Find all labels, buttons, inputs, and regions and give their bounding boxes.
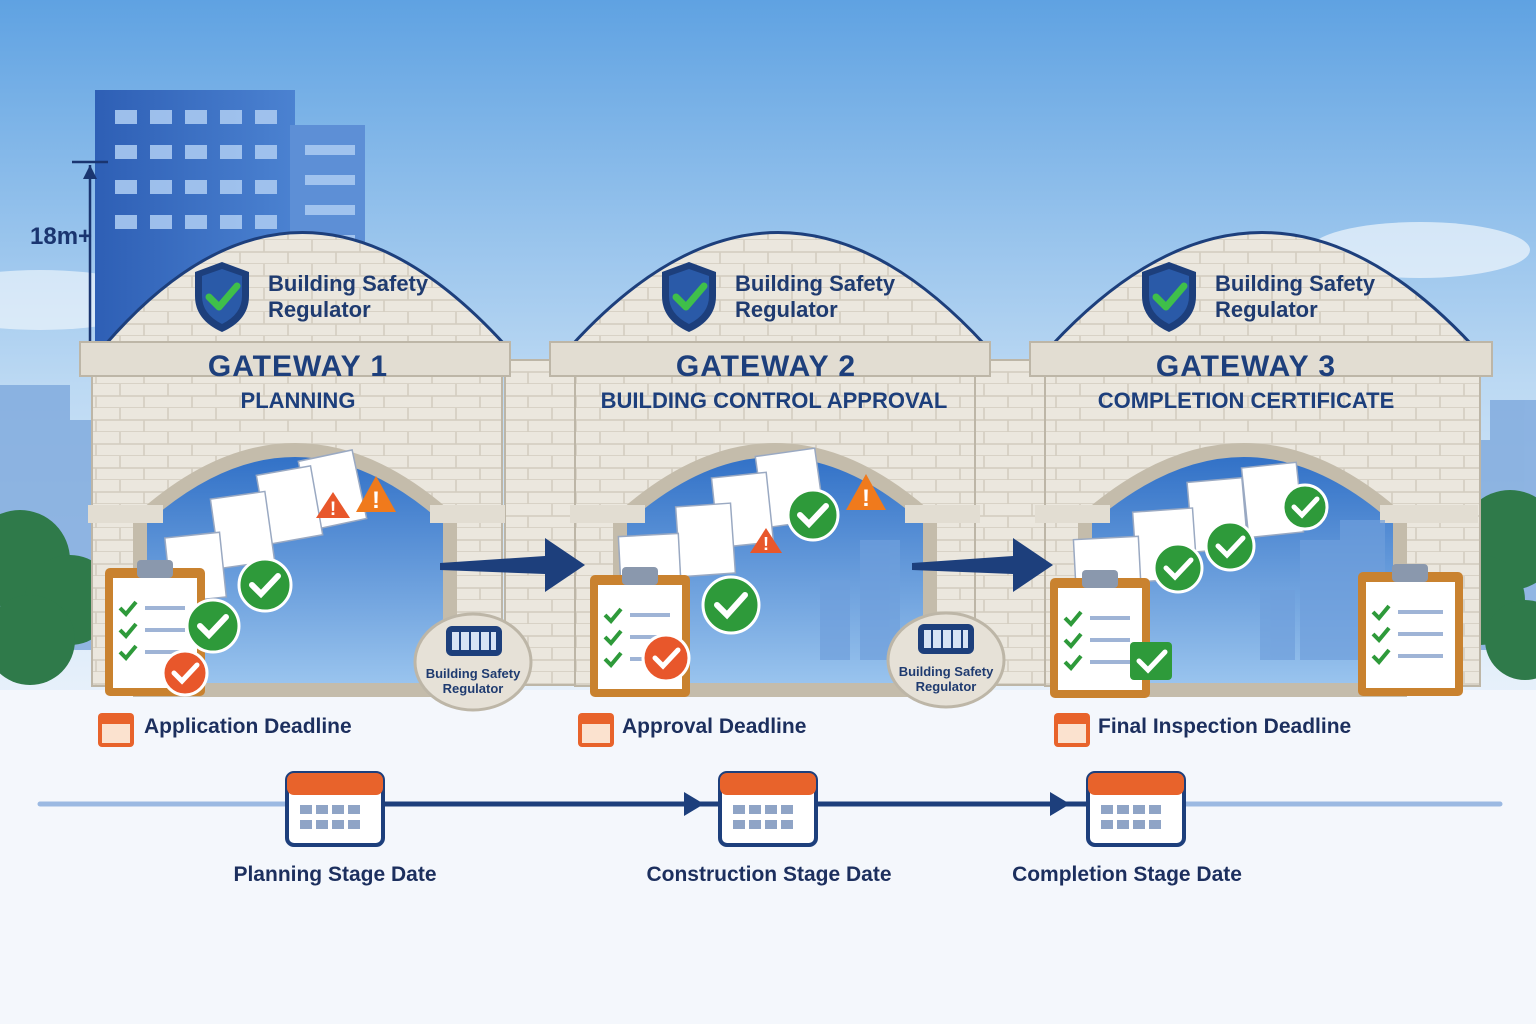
seal-icon (413, 611, 1006, 712)
regulator-label-gateway-2: Building Safety Regulator (735, 271, 895, 323)
gateway-2-title: GATEWAY 2 (675, 350, 857, 383)
connector-wall (974, 359, 1046, 686)
completion-stage-date-label: Completion Stage Date (1012, 863, 1242, 886)
warning-icon: ! ! ! ! (316, 474, 886, 554)
clipboard-icon (1050, 570, 1150, 698)
regulator-label-line1: Building Safety (1215, 271, 1376, 296)
shield-check-icon (195, 262, 249, 332)
calendar-icon (98, 713, 1090, 747)
seal-label-line1: Building Safety (898, 664, 994, 679)
gateway-3-subtitle: COMPLETION CERTIFICATE (1097, 388, 1395, 413)
ground (0, 690, 1536, 1024)
seal-label-line2: Regulator (915, 679, 977, 694)
gateway-3-title: GATEWAY 3 (1155, 350, 1337, 383)
svg-text:!: ! (330, 499, 336, 520)
check-circle-icon (185, 483, 1329, 680)
gateway-2-deadline: Approval Deadline (622, 715, 807, 738)
seal-label-line2: Regulator (442, 681, 504, 696)
seal-label-1: Building Safety Regulator (413, 666, 533, 696)
gateway-1-title: GATEWAY 1 (207, 350, 389, 383)
clipboard-icon (1358, 564, 1463, 696)
planning-stage-date-label: Planning Stage Date (233, 863, 437, 886)
check-circle-warning-icon (161, 633, 691, 697)
regulator-label-line2: Regulator (735, 297, 838, 322)
seal-label-line1: Building Safety (425, 666, 521, 681)
construction-stage-date-label: Construction Stage Date (646, 863, 892, 886)
gateway-2-subtitle: BUILDING CONTROL APPROVAL (600, 388, 948, 413)
height-marker (72, 160, 108, 345)
regulator-label-line1: Building Safety (735, 271, 896, 296)
gateway-3-deadline: Final Inspection Deadline (1098, 715, 1352, 738)
arrow-right-icon (440, 538, 1053, 592)
height-marker-label: 18m+ (30, 223, 93, 250)
svg-text:!: ! (763, 534, 769, 554)
shield-check-icon (1142, 262, 1196, 332)
regulator-label-gateway-1: Building Safety Regulator (268, 271, 428, 323)
regulator-label-line1: Building Safety (268, 271, 429, 296)
calendar-icon (285, 771, 1186, 847)
svg-text:!: ! (862, 485, 870, 512)
gateway-1-deadline: Application Deadline (144, 715, 352, 738)
regulator-label-gateway-3: Building Safety Regulator (1215, 271, 1375, 323)
svg-text:!: ! (372, 487, 380, 514)
gateway-1-subtitle: PLANNING (240, 388, 356, 413)
regulator-label-line2: Regulator (1215, 297, 1318, 322)
shield-check-icon (662, 262, 716, 332)
seal-label-2: Building Safety Regulator (886, 664, 1006, 694)
regulator-label-line2: Regulator (268, 297, 371, 322)
